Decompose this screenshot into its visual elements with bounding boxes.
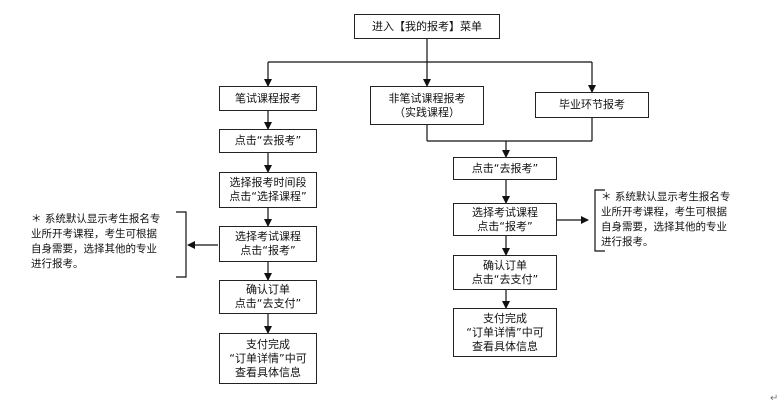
left-step-3: 选择考试课程 点击“报考” xyxy=(219,226,317,262)
left-step-4: 确认订单 点击“去支付” xyxy=(219,280,317,314)
branch-graduation-node: 毕业环节报考 xyxy=(535,92,649,118)
left-step-5: 支付完成 “订单详情”中可 查看具体信息 xyxy=(219,333,317,384)
right-step-4: 支付完成 “订单详情”中可 查看具体信息 xyxy=(453,308,557,357)
right-step-2: 选择考试课程 点击“报考” xyxy=(453,203,557,236)
bracket-right-note xyxy=(594,189,605,252)
branch-written-node: 笔试课程报考 xyxy=(219,86,317,111)
right-step-3: 确认订单 点击“去支付” xyxy=(453,255,557,290)
paragraph-mark: ↵ xyxy=(770,393,779,404)
left-step-1: 点击“去报考” xyxy=(219,129,317,153)
branch-practical-node: 非笔试课程报考 （实践课程） xyxy=(370,86,484,125)
bracket-left-note xyxy=(176,211,187,278)
left-note: ＊ 系统默认显示考生报名专 业所开考课程，考生可根据 自身需要，选择其他的专业 … xyxy=(31,213,161,270)
right-note: ＊ 系统默认显示考生报名专 业所开考课程，考生可根据 自身需要，选择其他的专业 … xyxy=(601,191,731,248)
root-node: 进入【我的报考】菜单 xyxy=(354,14,500,39)
right-step-1: 点击“去报考” xyxy=(453,157,557,180)
left-step-2: 选择报考时间段 点击“选择课程” xyxy=(219,172,317,208)
